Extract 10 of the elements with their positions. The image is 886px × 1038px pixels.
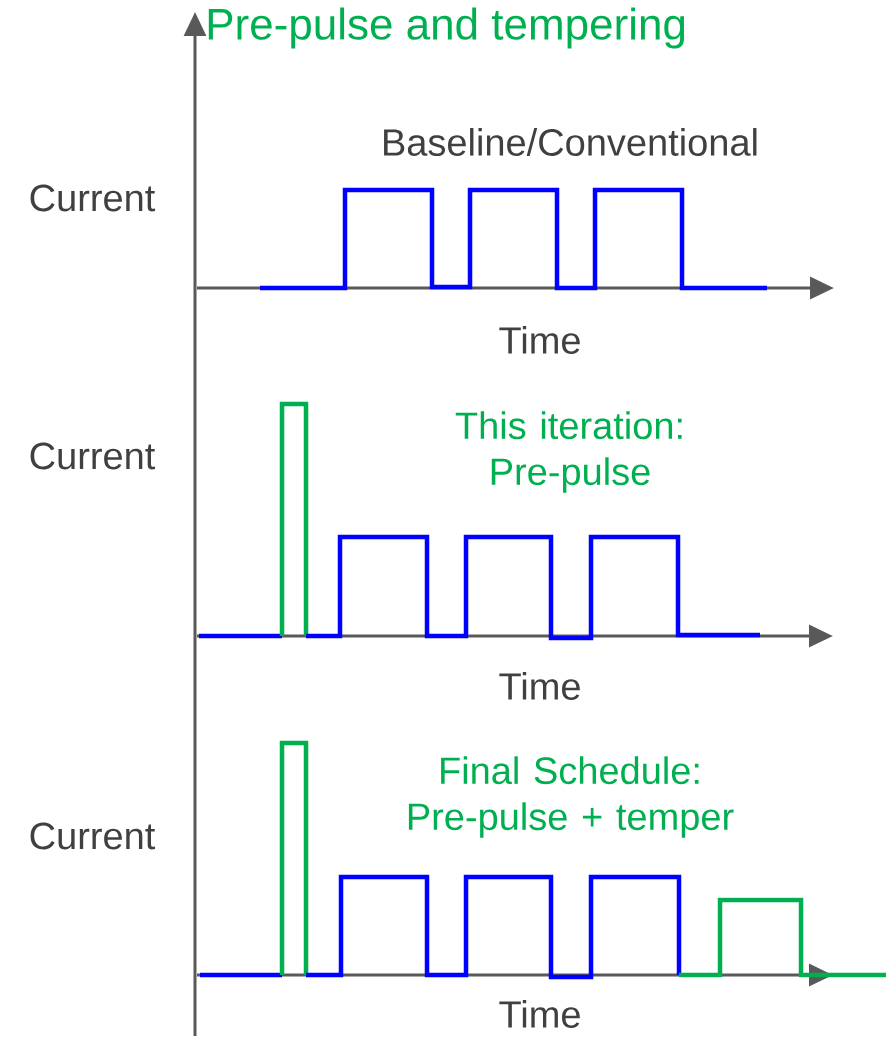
axis-label: Current	[30, 822, 156, 850]
axis-label: Time	[499, 1000, 580, 1028]
annotation-text: Final Schedule: Pre-pulse + temper	[408, 756, 734, 838]
axis-label: Time	[499, 672, 580, 700]
axis-label: Current	[30, 442, 156, 470]
plot-title: Baseline/Conventional	[384, 128, 757, 156]
title: Pre-pulse and tempering	[208, 7, 685, 49]
axis-label: Current	[30, 184, 156, 212]
axis-label: Time	[499, 326, 580, 354]
annotation-text: This iteration: Pre-pulse	[455, 411, 682, 493]
